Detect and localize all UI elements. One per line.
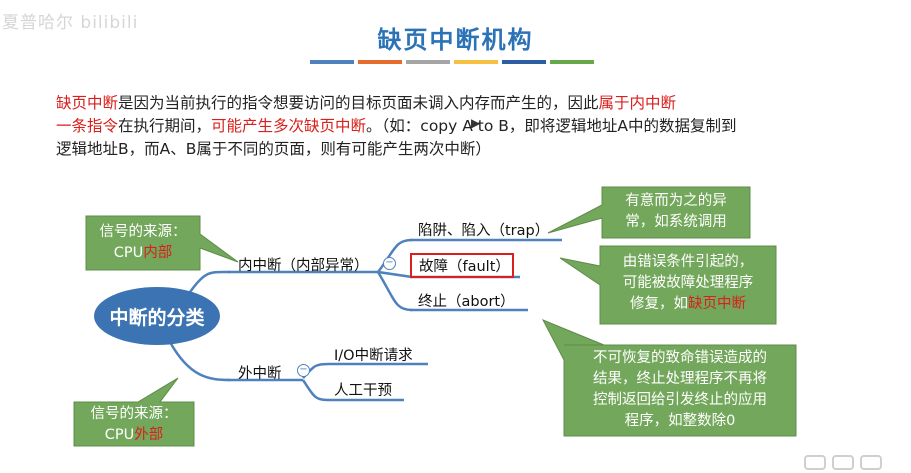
source-emph: 内部 — [143, 245, 173, 261]
branch-abort-line — [376, 271, 413, 312]
bilibili-logo-icon — [804, 455, 882, 470]
accent-bar-4 — [454, 60, 498, 64]
node-external-interrupt: 外中断 — [238, 366, 282, 382]
source-external-callout — [73, 377, 195, 447]
callout-line: 程序，如整数除0 — [624, 413, 736, 429]
source-cpu: CPU — [104, 427, 135, 443]
node-abort: 终止（abort） — [418, 294, 515, 310]
branch-external-line — [168, 341, 231, 382]
collapse-internal-icon[interactable]: − — [383, 257, 396, 270]
mouse-cursor-icon: ▶ — [471, 116, 481, 130]
node-io-request: I/O中断请求 — [334, 348, 413, 364]
text-seg: 逻辑地址B，而A、B属于不同的页面，则有可能产生两次中断） — [56, 140, 491, 158]
callout-line: 有意而为之的异 — [625, 193, 727, 209]
node-fault: 故障（fault） — [419, 259, 510, 275]
callout-line: 控制返回给引发终止的应用 — [593, 392, 767, 408]
branch-manual-line — [301, 379, 331, 402]
description-paragraph: 缺页中断是因为当前执行的指令想要访问的目标页面未调入内存而产生的，因此属于内中断… — [56, 92, 856, 161]
accent-bar-3 — [406, 60, 450, 64]
branch-fault-line — [377, 270, 413, 279]
watermark: 夏普哈尔 bilibili — [2, 13, 139, 33]
text-seg: 在执行期间， — [118, 117, 212, 135]
abort-callout-text: 不可恢复的致命错误造成的 结果，终止处理程序不再将 控制返回给引发终止的应用 程… — [564, 348, 796, 432]
source-emph: 外部 — [134, 427, 164, 443]
source-external-text: 信号的来源： CPU外部 — [74, 404, 194, 446]
fault-callout-text: 由错误条件引起的， 可能被故障处理程序 修复，如缺页中断 — [600, 252, 776, 315]
callout-emph: 缺页中断 — [688, 296, 746, 312]
source-prefix: 信号的来源： — [99, 224, 187, 240]
trap-callout-text: 有意而为之的异 常，如系统调用 — [602, 191, 750, 233]
branch-internal-line — [186, 270, 231, 296]
node-trap: 陷阱、陷入（trap） — [418, 223, 550, 239]
source-internal-callout — [85, 215, 239, 271]
callout-line: 常，如系统调用 — [625, 214, 727, 230]
callout-line: 由错误条件引起的， — [622, 254, 754, 270]
branch-trap-line — [377, 238, 413, 273]
text-seg: 是因为当前执行的指令想要访问的目标页面未调入内存而产生的，因此 — [118, 94, 599, 112]
accent-bar-1 — [310, 60, 354, 64]
callout-line: 修复，如 — [630, 296, 688, 312]
source-prefix: 信号的来源： — [90, 406, 178, 422]
callout-line: 可能被故障处理程序 — [622, 275, 754, 291]
text-multiple-faults: 可能产生多次缺页中断 — [211, 117, 367, 135]
accent-bar-2 — [358, 60, 402, 64]
text-one-instruction: 一条指令 — [56, 117, 119, 135]
accent-bar-6 — [550, 60, 594, 64]
node-manual-intervention: 人工干预 — [334, 383, 392, 399]
text-page-fault: 缺页中断 — [56, 94, 119, 112]
text-seg: 。（如：copy A to B，即将逻辑地址A中的数据复制到 — [366, 117, 737, 135]
fault-callout — [559, 245, 777, 325]
callout-line: 不可恢复的致命错误造成的 — [593, 350, 767, 366]
source-internal-text: 信号的来源： CPU内部 — [86, 222, 200, 264]
mindmap-root-node: 中断的分类 — [94, 287, 220, 345]
collapse-external-icon[interactable]: − — [297, 364, 310, 377]
abort-callout — [541, 319, 797, 437]
slide-title: 缺页中断机构 — [377, 26, 534, 54]
node-internal-interrupt: 内中断（内部异常） — [238, 258, 369, 274]
callout-line: 结果，终止处理程序不再将 — [593, 371, 767, 387]
source-cpu: CPU — [113, 245, 144, 261]
text-internal-interrupt: 属于内中断 — [598, 94, 677, 112]
fault-highlight-box — [410, 253, 514, 278]
accent-bar-5 — [502, 60, 546, 64]
trap-callout — [547, 186, 751, 239]
